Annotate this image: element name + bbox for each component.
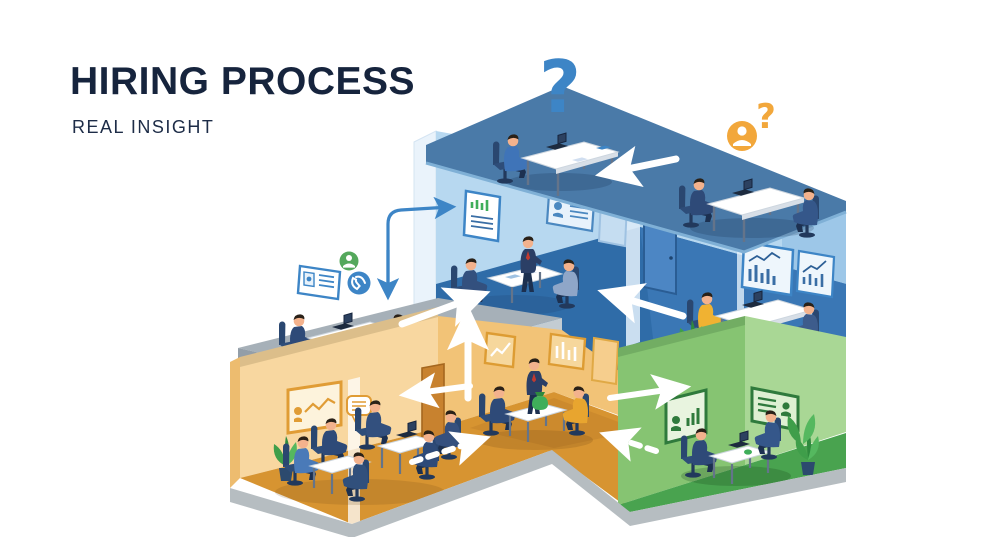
title-block: HIRING PROCESS REAL INSIGHT	[70, 60, 416, 138]
dashed-arrow-green-to-orange	[599, 427, 659, 462]
blue-connector-arrow	[376, 196, 457, 301]
team-meeting-scene	[273, 400, 462, 505]
page-subtitle: REAL INSIGHT	[72, 116, 215, 137]
ceiling-shadow	[240, 307, 438, 367]
blank-frame-orange	[590, 336, 620, 386]
resume-chart-poster	[462, 189, 502, 243]
arrow-left-in-orange	[398, 372, 473, 409]
rooftop: ? ?	[425, 45, 847, 254]
arrow-screening-to-panel	[597, 283, 687, 324]
offer-negotiation-scene	[477, 358, 593, 450]
orange-ground-floor	[230, 307, 660, 527]
orange-outer-wall	[230, 357, 240, 488]
arrow-annex-to-blue	[398, 287, 491, 328]
candidate-person-badge-orange-icon	[727, 121, 757, 151]
rooftop-interview-pair	[678, 178, 820, 244]
door-knob	[669, 256, 673, 260]
page-title: HIRING PROCESS	[70, 60, 416, 103]
line-chart-poster-orange	[483, 331, 517, 369]
orange-floor-rug	[470, 398, 640, 448]
id-card-icon	[296, 264, 342, 301]
bar-chart-poster-orange	[547, 332, 587, 371]
arrow-into-green-room	[607, 374, 692, 410]
growth-chart-poster	[795, 249, 836, 299]
money-bag-icon	[532, 392, 548, 410]
person-badge-green-icon	[339, 251, 359, 271]
phone-badge-blue-icon	[347, 271, 371, 295]
analytics-poster	[740, 240, 795, 297]
flow-arrows	[398, 287, 692, 466]
arrow-roof-left	[594, 145, 680, 188]
green-room	[618, 316, 846, 512]
building-base	[230, 450, 846, 537]
onboarding-desk-scene	[680, 410, 819, 486]
dashed-arrow-meeting-to-negotiation	[409, 431, 491, 466]
question-mark-orange-icon: ?	[756, 97, 776, 137]
roof-edge	[425, 161, 847, 254]
green-ceiling-shadow	[618, 316, 745, 357]
question-mark-blue-icon: ?	[539, 45, 581, 129]
